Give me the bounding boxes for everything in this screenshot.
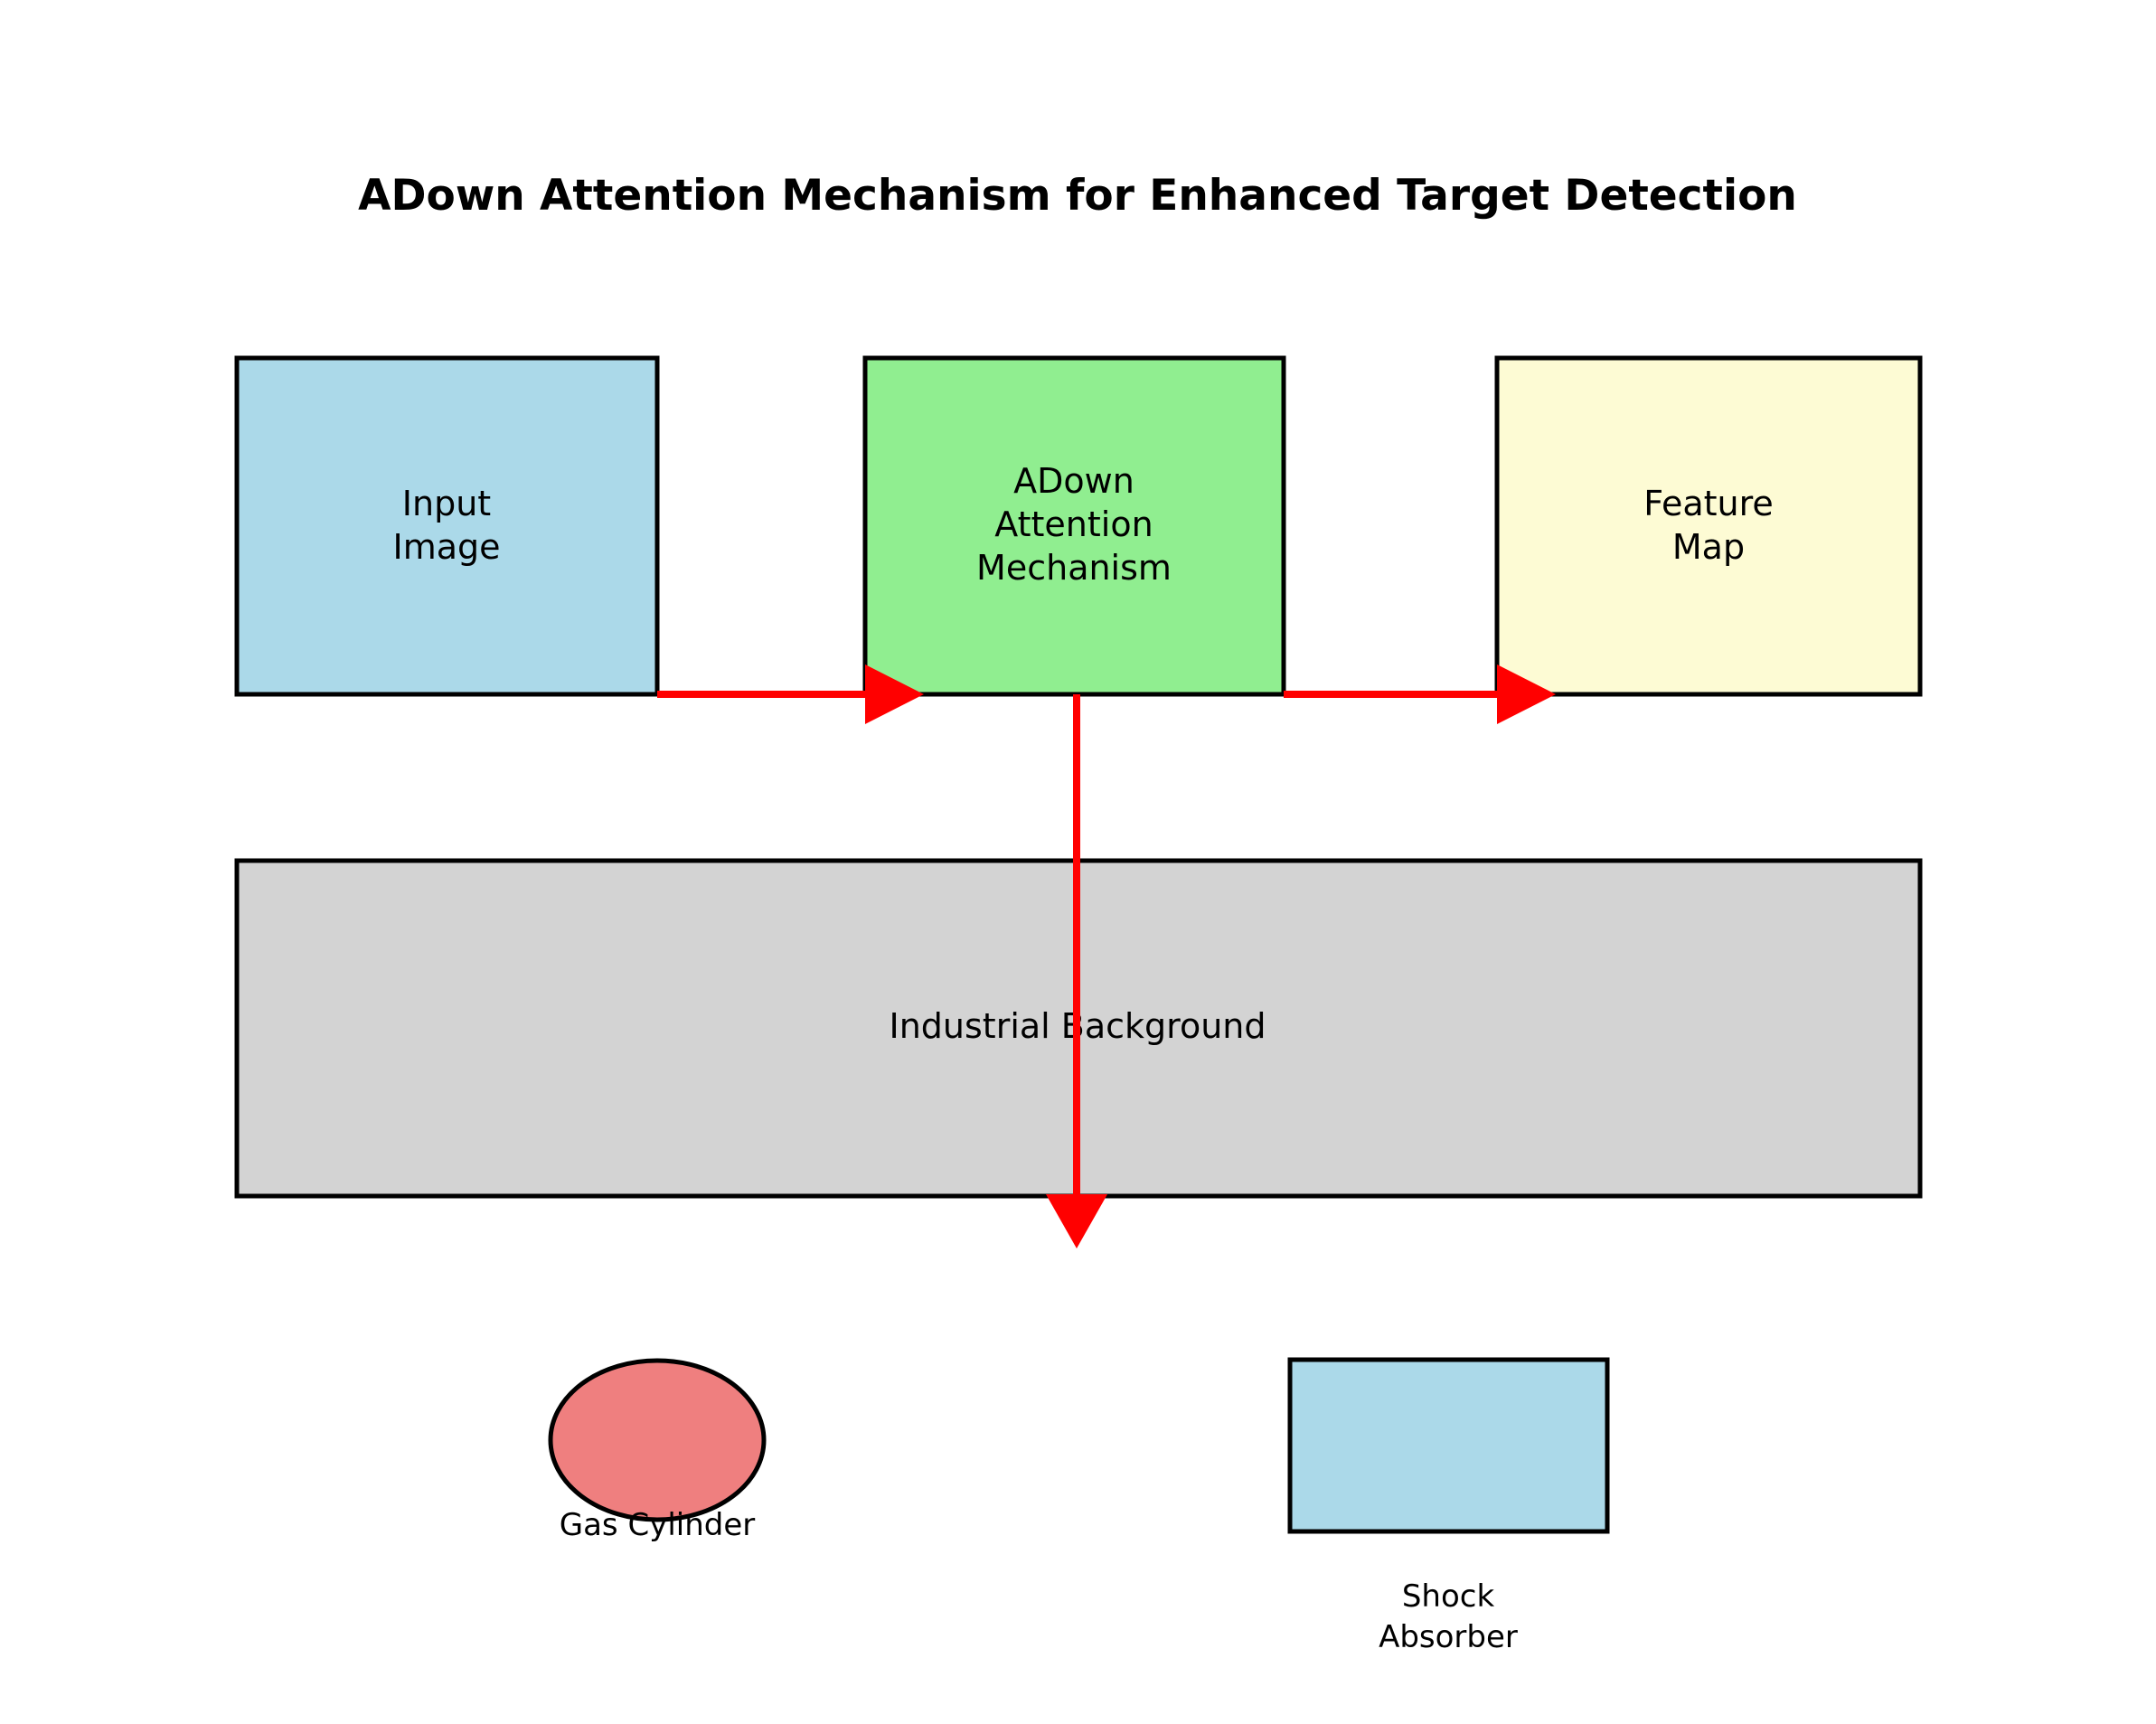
object-gas-cylinder[interactable]: Gas Cylinder (548, 1358, 767, 1543)
connector-adown-to-feature-map (1284, 664, 1556, 724)
input-image-label-line1: Input (402, 484, 491, 523)
shock-absorber-label-line1: Shock (1402, 1578, 1495, 1615)
object-shock-absorber[interactable]: Shock Absorber (1287, 1357, 1610, 1655)
connector-adown-to-background-arrowhead (1046, 1194, 1107, 1248)
input-image-label-line2: Image (392, 527, 500, 567)
shock-absorber-rect[interactable] (1287, 1357, 1610, 1534)
connector-adown-to-feature-map-arrowhead (1497, 664, 1556, 724)
feature-map-label-line1: Feature (1643, 484, 1774, 523)
connector-input-to-adown (657, 664, 924, 724)
adown-label-line1: ADown (1013, 461, 1134, 501)
connector-input-to-adown-arrowhead (865, 664, 924, 724)
node-input-image[interactable]: Input Image (234, 355, 660, 697)
node-feature-map[interactable]: Feature Map (1494, 355, 1923, 697)
gas-cylinder-ellipse[interactable] (548, 1358, 767, 1522)
adown-attention-mechanism-rect[interactable] (862, 355, 1286, 697)
input-image-rect[interactable] (234, 355, 660, 697)
gas-cylinder-label: Gas Cylinder (560, 1507, 756, 1543)
feature-map-label-line2: Map (1672, 527, 1745, 567)
connector-adown-to-background (1046, 694, 1107, 1248)
node-adown-attention-mechanism[interactable]: ADown Attention Mechanism (862, 355, 1286, 697)
shock-absorber-label-line2: Absorber (1379, 1619, 1518, 1655)
adown-label-line2: Attention (994, 504, 1153, 544)
figure-title: ADown Attention Mechanism for Enhanced T… (358, 171, 1797, 221)
feature-map-rect[interactable] (1494, 355, 1923, 697)
adown-label-line3: Mechanism (976, 548, 1172, 588)
